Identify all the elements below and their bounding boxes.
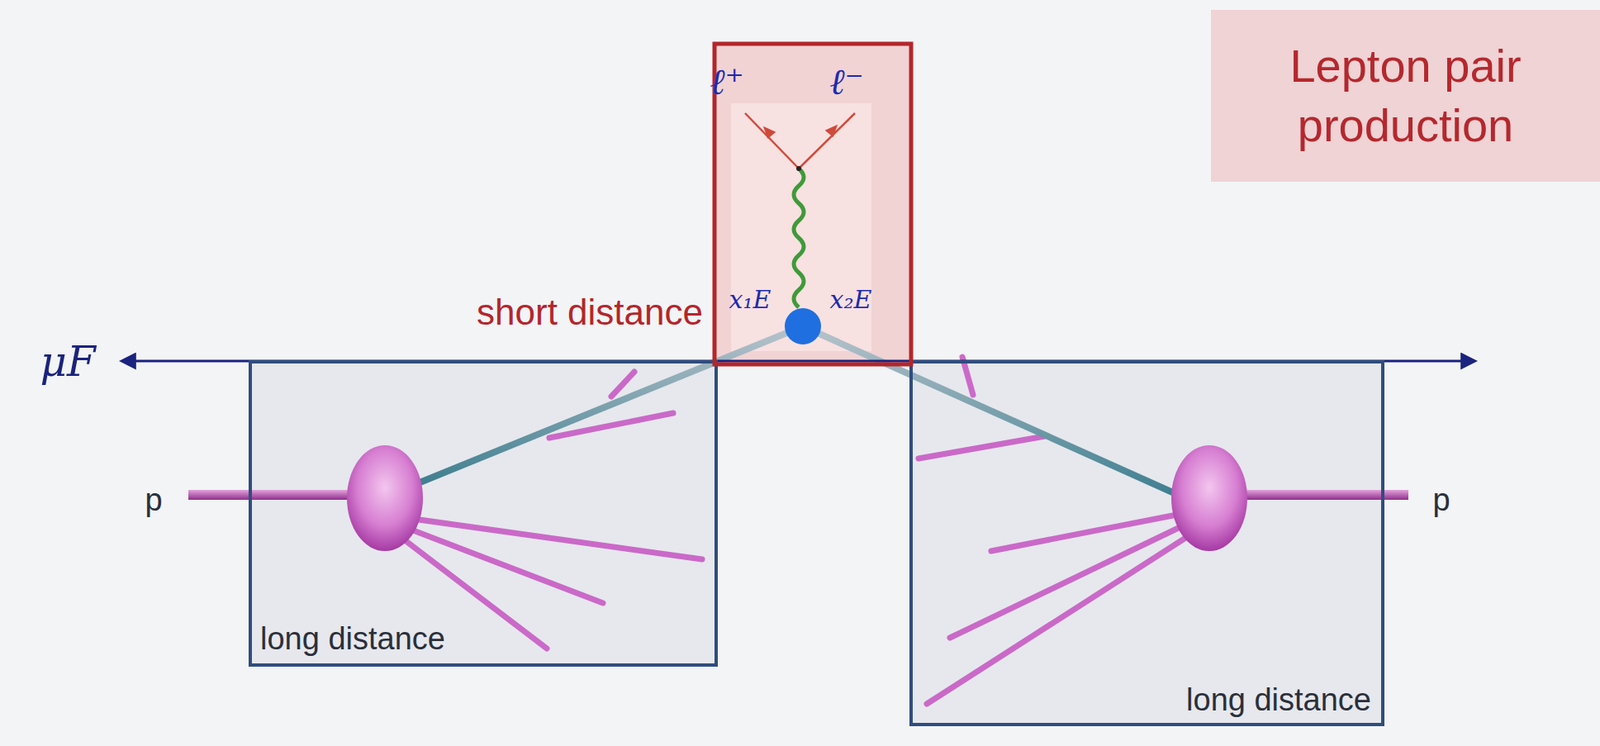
long-distance-box: long distance [250, 361, 717, 665]
title-text: Lepton pair production [1269, 36, 1543, 155]
region-label: short distance [476, 291, 703, 333]
proton-label: p [1432, 482, 1450, 518]
region-label: long distance [260, 621, 446, 657]
particle-label: ℓ⁺ [709, 60, 745, 104]
scale-label: μF [39, 337, 95, 386]
long-distance-box: long distance [911, 361, 1383, 725]
particle-label: ℓ⁻ [829, 60, 865, 104]
title-box: Lepton pair production [1210, 9, 1600, 182]
momentum-label: x₂E [830, 284, 873, 314]
proton-label: p [144, 482, 162, 518]
region-label: long distance [1186, 682, 1372, 718]
momentum-label: x₁E [729, 284, 772, 314]
